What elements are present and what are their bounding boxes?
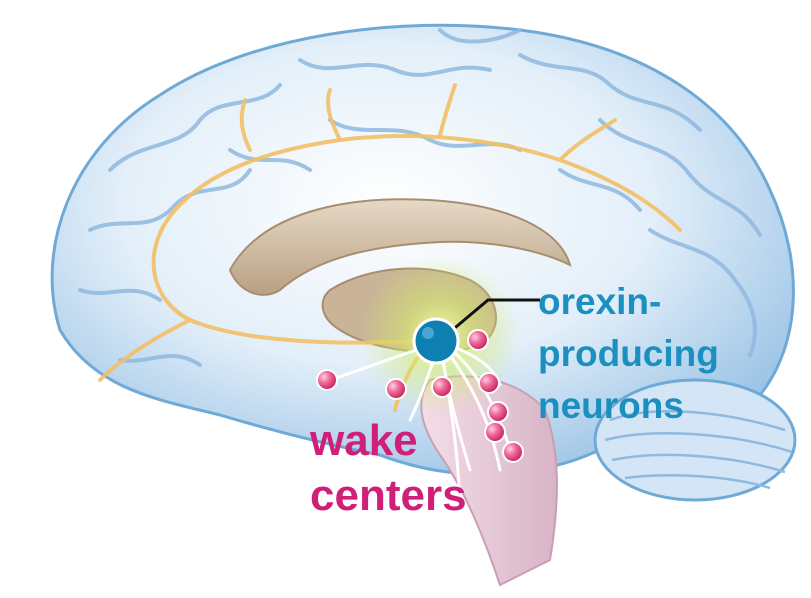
wake-label-line-1: wake xyxy=(310,419,418,463)
orexin-label-line-1: orexin- xyxy=(538,283,661,320)
wake-center-8 xyxy=(503,442,523,462)
wake-center-3 xyxy=(386,379,406,399)
wake-center-2 xyxy=(317,370,337,390)
wake-label-line-2: centers xyxy=(310,474,467,518)
orexin-neuron xyxy=(414,319,458,363)
wake-center-1 xyxy=(468,330,488,350)
wake-center-4 xyxy=(432,377,452,397)
wake-center-6 xyxy=(488,402,508,422)
orexin-label-line-2: producing xyxy=(538,335,719,372)
wake-center-5 xyxy=(479,373,499,393)
orexin-label-line-3: neurons xyxy=(538,387,684,424)
orexin-neuron-highlight xyxy=(422,327,434,339)
wake-center-7 xyxy=(485,422,505,442)
